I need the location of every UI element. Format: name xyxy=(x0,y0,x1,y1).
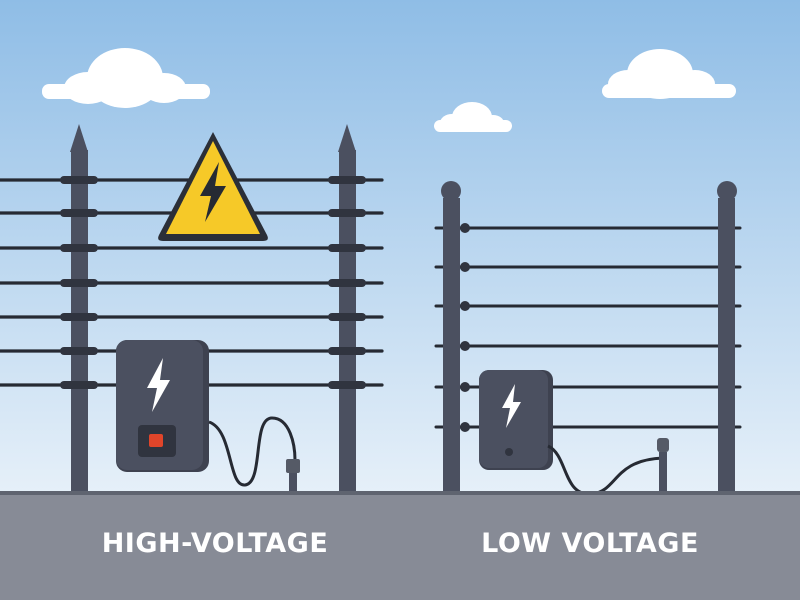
cloud-icon xyxy=(434,102,512,132)
fence-post xyxy=(338,124,356,493)
lightning-bolt-icon xyxy=(147,358,170,412)
ground xyxy=(0,491,800,600)
fence-post xyxy=(70,124,88,493)
lightning-bolt-icon xyxy=(502,384,521,428)
cloud-icon xyxy=(602,49,736,99)
high-voltage-fence xyxy=(0,124,384,507)
indicator-light xyxy=(505,448,513,456)
lightning-bolt-icon xyxy=(200,162,226,222)
low-voltage-label: LOW VOLTAGE xyxy=(481,528,699,559)
energizer-box xyxy=(116,340,209,472)
ground-edge xyxy=(0,491,800,495)
fence-post xyxy=(717,181,737,493)
indicator-light xyxy=(149,434,163,447)
cloud-icon xyxy=(42,48,210,108)
wire-insulators xyxy=(460,223,470,432)
warning-triangle-icon xyxy=(158,132,268,241)
ground-cable xyxy=(208,416,297,487)
low-voltage-fence xyxy=(434,181,742,507)
wire-insulators xyxy=(60,176,366,389)
energizer-box xyxy=(479,370,553,470)
fence-post xyxy=(441,181,461,493)
high-voltage-label: HIGH-VOLTAGE xyxy=(101,528,329,559)
